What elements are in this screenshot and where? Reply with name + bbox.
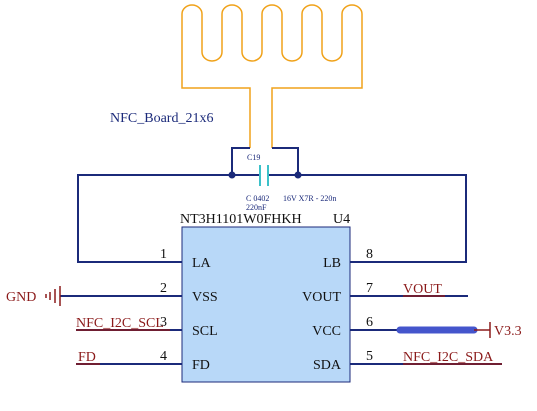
pin-name-sda: SDA [313, 358, 342, 373]
net-label-scl: NFC_I2C_SCL [76, 316, 164, 331]
net-label-lines [76, 295, 502, 365]
net-label-vout: VOUT [403, 282, 442, 297]
pin-name-la: LA [192, 256, 212, 271]
net-label-fd: FD [78, 350, 96, 365]
pin-number-la: 1 [160, 247, 167, 262]
pin-number-vss: 2 [160, 281, 167, 296]
capacitor-value: 220nF [246, 203, 267, 212]
pin-name-vout: VOUT [302, 290, 341, 305]
ground-symbol [45, 286, 61, 306]
ic-designator: U4 [333, 212, 350, 227]
pin-name-vcc: VCC [312, 324, 341, 339]
pin-name-fd: FD [192, 358, 210, 373]
net-label-sda: NFC_I2C_SDA [403, 350, 494, 365]
pin-name-vss: VSS [192, 290, 218, 305]
capacitor-package: C 0402 [246, 194, 269, 203]
antenna-label: NFC_Board_21x6 [110, 111, 213, 126]
pin-name-lb: LB [323, 256, 341, 271]
antenna-coil [181, 4, 363, 148]
pin-name-scl: SCL [192, 324, 218, 339]
antenna-leads [231, 147, 299, 176]
capacitor-spec: 16V X7R - 220n [283, 194, 336, 203]
pin-number-vcc: 6 [366, 315, 373, 330]
pin-number-lb: 8 [366, 247, 373, 262]
ic-body [181, 226, 351, 383]
junction-dot [228, 171, 236, 179]
pin-number-fd: 4 [160, 349, 167, 364]
junction-dot [294, 171, 302, 179]
capacitor-designator: C19 [247, 153, 260, 162]
net-label-vcc: V3.3 [494, 324, 522, 339]
ic-part-number: NT3H1101W0FHKH [180, 212, 302, 227]
pin-number-vout: 7 [366, 281, 373, 296]
net-label-gnd: GND [6, 290, 36, 305]
pin-number-scl: 3 [160, 315, 167, 330]
capacitor-c19 [259, 165, 269, 186]
pin-number-sda: 5 [366, 349, 373, 364]
